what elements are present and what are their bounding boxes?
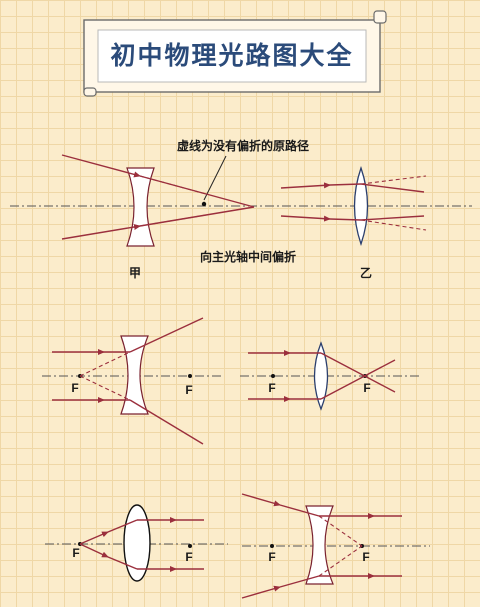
focus-point-right <box>188 544 192 548</box>
incident-ray-upper <box>280 182 331 189</box>
diagram-top: 虚线为没有偏折的原路径 向主光轴中间偏折 甲 乙 <box>10 138 472 280</box>
incident-ray-upper <box>241 493 281 507</box>
focus-label: F <box>268 381 275 395</box>
focus-point-left <box>271 374 275 378</box>
focus-label: F <box>268 550 275 564</box>
focus-label: F <box>363 381 370 395</box>
ray-segment <box>107 556 138 570</box>
convex-lens <box>353 165 369 247</box>
bend-caption: 向主光轴中间偏折 <box>200 249 296 264</box>
refracted-ray-lower <box>320 359 396 400</box>
incident-ray-lower <box>280 215 331 222</box>
focus-point-left <box>270 544 274 548</box>
focus-point-right <box>188 374 192 378</box>
point-marker <box>201 201 207 207</box>
diagram-convex-from-focus: F F <box>45 504 228 582</box>
lens-jia: 甲 <box>61 154 255 280</box>
refracted-ray-upper <box>360 183 425 193</box>
original-path-upper <box>360 175 427 185</box>
dashed-note: 虚线为没有偏折的原路径 <box>177 138 309 153</box>
ray-segment <box>329 218 362 221</box>
incident-ray-lower <box>79 543 109 558</box>
focus-label: F <box>71 381 78 395</box>
note-pointer <box>203 155 227 201</box>
refracted-ray-lower <box>129 399 204 445</box>
extension-line-lower <box>79 375 131 401</box>
concave-lens <box>305 505 334 585</box>
label-jia: 甲 <box>129 266 141 280</box>
convex-lens <box>123 504 151 582</box>
extension-line-upper <box>318 515 363 547</box>
focus-label: F <box>185 383 192 397</box>
incident-ray-upper <box>79 531 109 545</box>
extension-line-lower <box>318 545 363 577</box>
refracted-ray-lower <box>360 215 425 221</box>
concave-lens <box>126 167 155 247</box>
focus-label: F <box>72 546 79 560</box>
diagram-convex-parallel: F F <box>240 341 422 411</box>
ray-segment <box>107 519 138 533</box>
incident-ray-lower <box>241 585 281 599</box>
focus-label: F <box>362 550 369 564</box>
refracted-ray-upper <box>320 352 396 393</box>
original-path-upper <box>139 175 207 195</box>
diagram-concave-toward-focus: F F <box>241 493 430 599</box>
label-yi: 乙 <box>360 266 372 280</box>
focus-label: F <box>185 550 192 564</box>
page-title: 初中物理光路图大全 <box>110 41 353 70</box>
lens-yi: 乙 <box>280 165 427 280</box>
incident-ray-lower <box>61 224 141 240</box>
title-banner: 初中物理光路图大全 <box>83 10 387 97</box>
convex-lens <box>313 341 329 411</box>
ray-segment <box>279 575 320 588</box>
ray-segment <box>279 504 320 517</box>
extension-line-upper <box>79 351 131 377</box>
refracted-ray-upper <box>129 317 204 353</box>
diagram-concave-parallel: F F <box>42 317 222 445</box>
incident-ray-upper <box>61 154 141 178</box>
original-path-lower <box>360 219 427 231</box>
ray-segment <box>329 183 362 186</box>
concave-lens <box>120 335 149 415</box>
